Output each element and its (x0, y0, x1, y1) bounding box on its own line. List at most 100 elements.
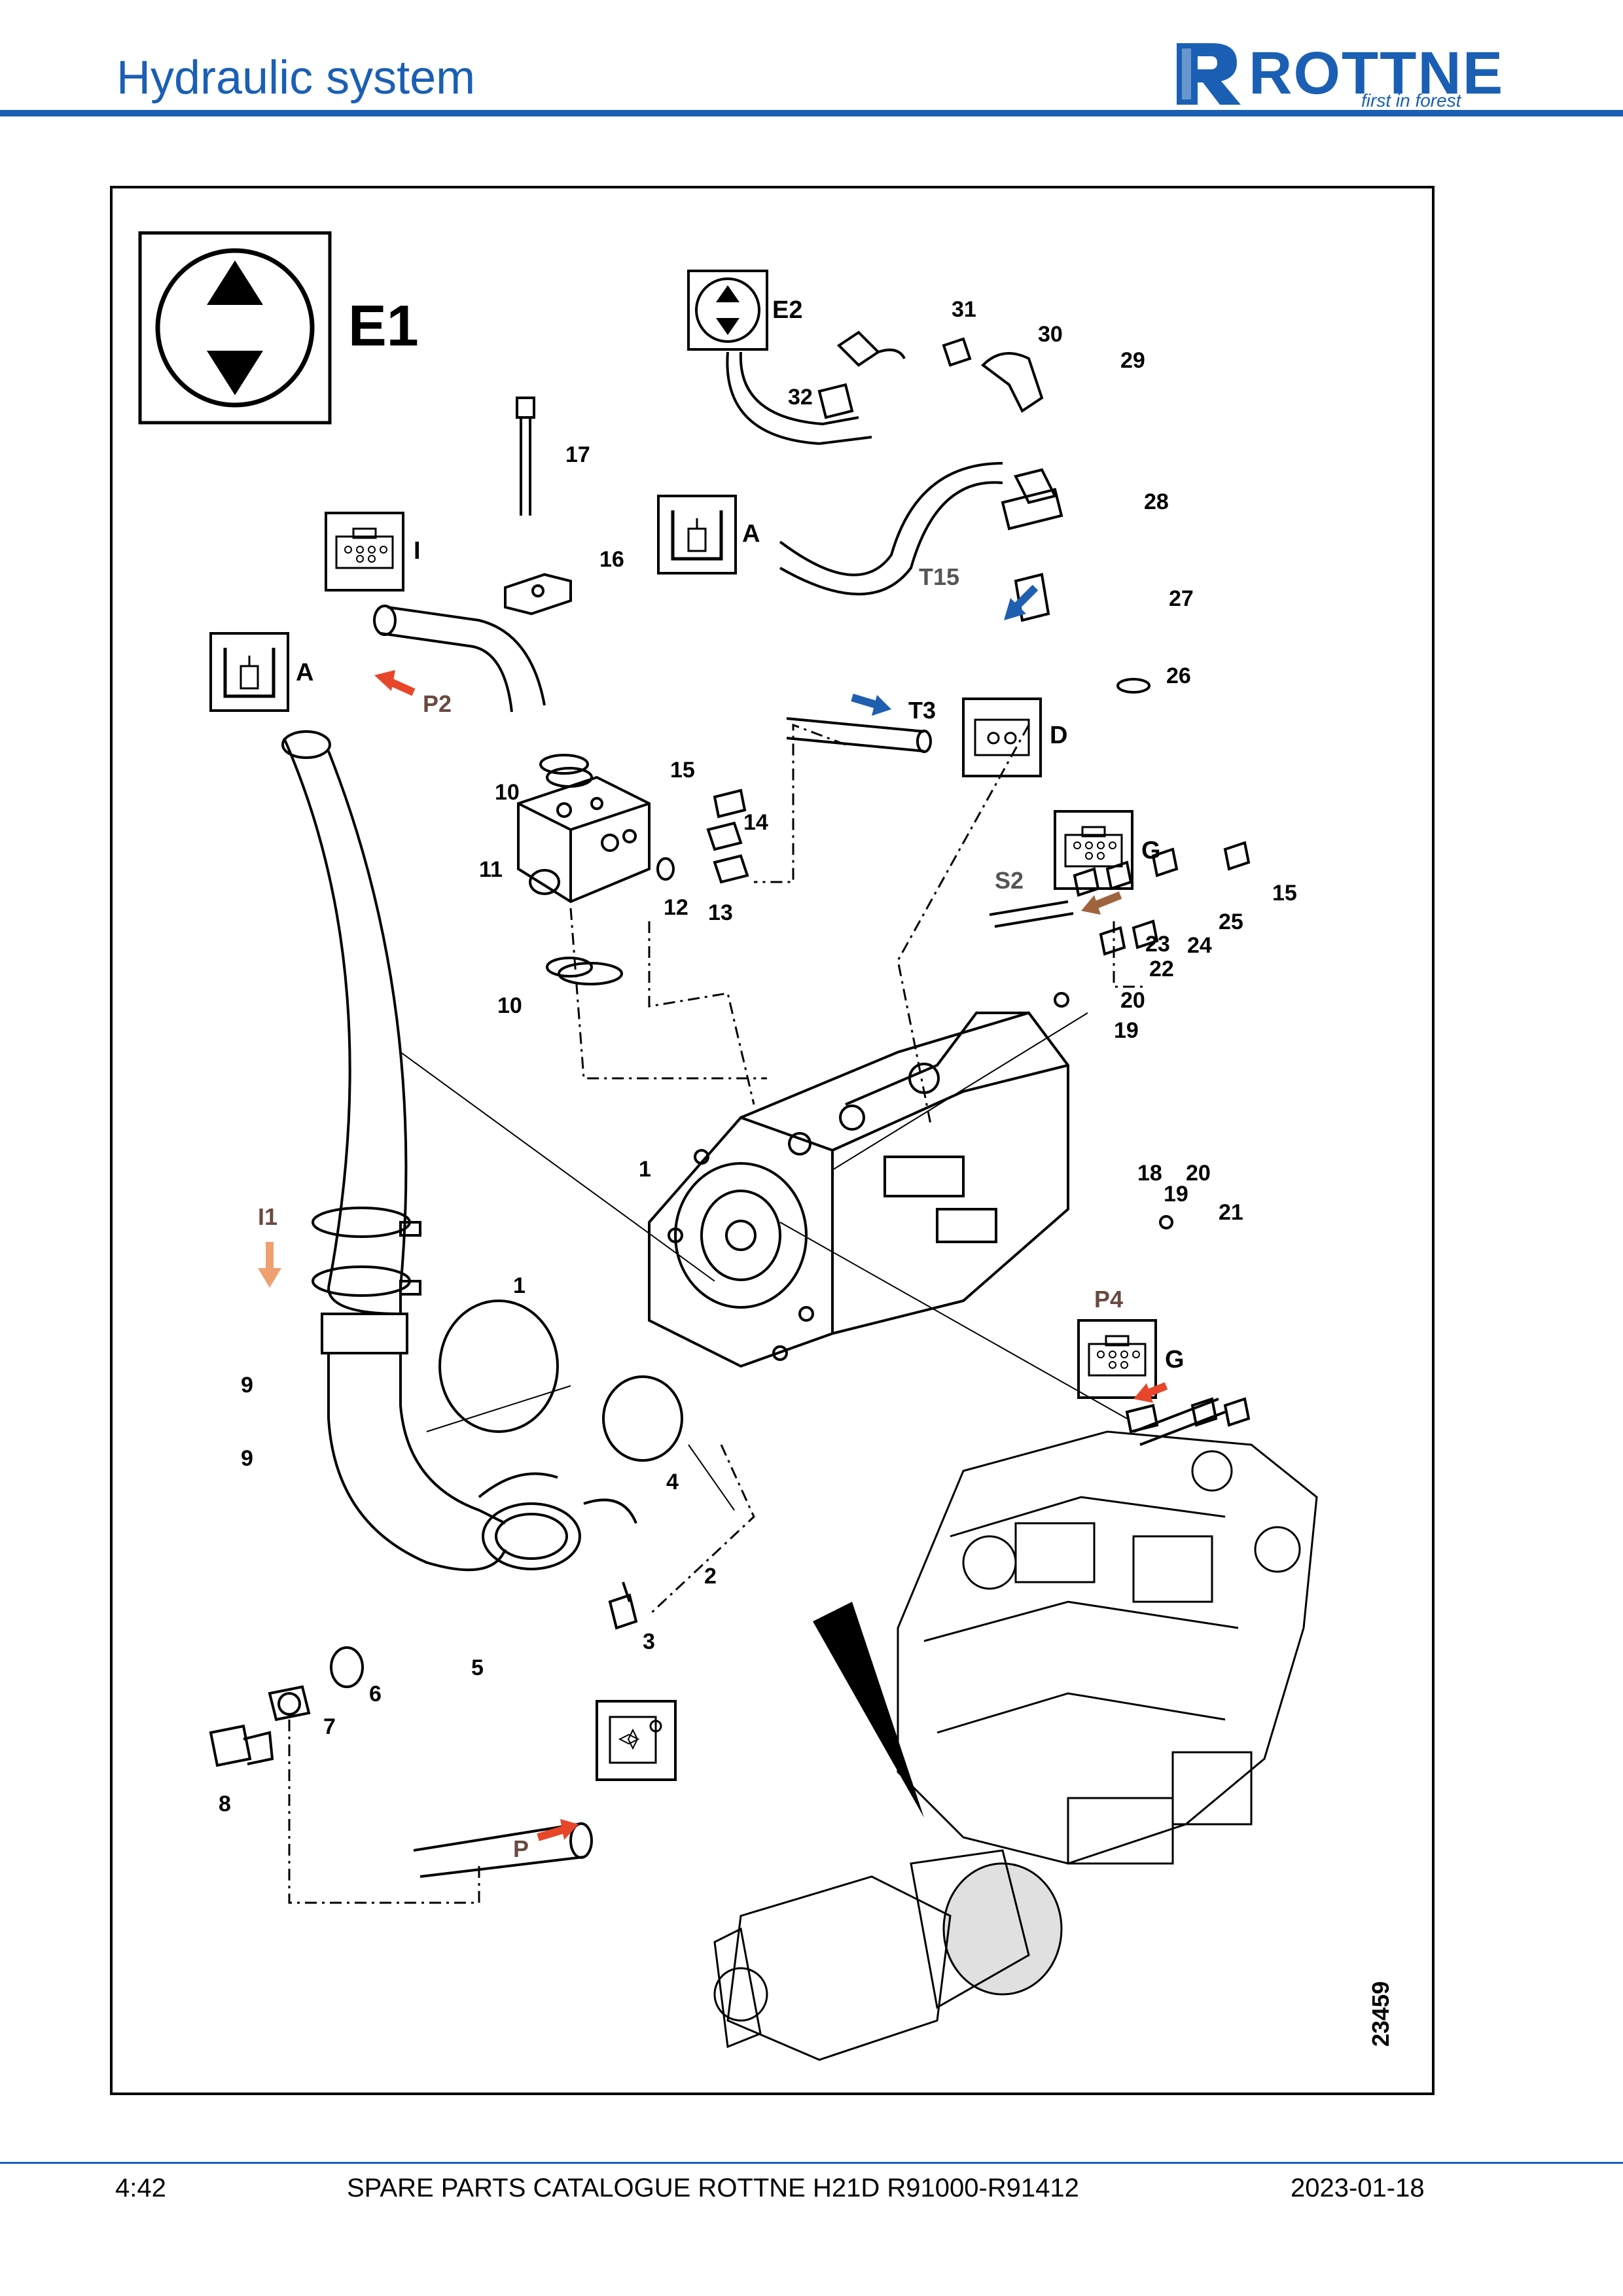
callout: 15 (1272, 881, 1297, 906)
symbol-label-e2: E2 (772, 296, 802, 324)
page-title: Hydraulic system (116, 52, 476, 104)
hydraulic-pump-1 (648, 1011, 1069, 1368)
fittings (209, 1581, 638, 1767)
line-label-p2: P2 (423, 690, 452, 717)
arrow-p-icon (560, 1819, 579, 1840)
callout: 15 (670, 758, 695, 783)
line-label-s2: S2 (995, 867, 1024, 894)
fan-motor-symbol (596, 1700, 677, 1781)
arrow-p2-icon (374, 670, 395, 691)
callout: 23 (1145, 932, 1170, 957)
connector-symbol-g-upper: G (1054, 810, 1161, 890)
connector-symbol-d: D (962, 698, 1067, 777)
callout: 27 (1169, 586, 1194, 611)
callout: 1 (639, 1157, 651, 1182)
footer-rule (0, 2162, 1623, 2164)
dash-connections (288, 723, 1147, 1904)
callout: 10 (495, 780, 520, 805)
arrow-t3-icon (872, 695, 891, 716)
callout: 9 (241, 1373, 253, 1398)
callout: 12 (664, 895, 688, 920)
main-symbol-label: E1 (348, 293, 419, 358)
small-fittings (706, 788, 1251, 1434)
callout: 19 (1114, 1018, 1139, 1043)
callout: 7 (323, 1714, 336, 1739)
line-label-t15: T15 (919, 563, 959, 590)
tank-symbol-a-left: A (209, 632, 313, 712)
callout: 6 (369, 1682, 382, 1706)
line-label-p: P (513, 1835, 529, 1862)
page-number: 4:42 (115, 2174, 166, 2202)
header-rule (0, 110, 1623, 116)
line-label-i1: I1 (258, 1203, 277, 1230)
e2-symbol: E2 (687, 270, 802, 351)
suction-elbow-5 (321, 1313, 637, 1572)
rottne-r-mark-icon (1177, 43, 1241, 105)
callout: 26 (1166, 663, 1191, 688)
line-label-p4: P4 (1094, 1286, 1123, 1313)
callout: 4 (666, 1470, 679, 1494)
callout: 5 (471, 1655, 484, 1680)
arrow-down-icon (207, 351, 263, 395)
line-label-t3: T3 (908, 697, 936, 724)
symbol-label-d: D (1050, 722, 1067, 749)
arrow-s2-icon (1081, 895, 1101, 915)
logo-tagline: first in forest (1361, 90, 1461, 111)
arrow-i1-icon (258, 1268, 281, 1288)
fittings-upper-right (817, 330, 1063, 622)
callout: 3 (643, 1629, 655, 1654)
symbol-label-g-upper: G (1141, 837, 1161, 864)
callout-numbers: 31 30 29 32 28 27 26 17 16 15 14 13 12 1… (219, 297, 1297, 1816)
leader-lines (400, 1012, 1128, 1511)
callout: 28 (1144, 489, 1169, 514)
callout: 9 (241, 1446, 253, 1471)
callout: 16 (599, 547, 624, 572)
callout: 29 (1120, 348, 1145, 373)
logo-brand: ROTTNE (1249, 40, 1505, 107)
valve-block-11 (517, 754, 651, 985)
callout: 21 (1219, 1200, 1243, 1225)
callout: 25 (1219, 910, 1243, 934)
callout: 32 (788, 385, 813, 410)
hoses (281, 351, 1226, 1878)
callout: 31 (952, 297, 976, 322)
symbol-label-g-lower: G (1165, 1346, 1185, 1373)
hose-clamps-9 (312, 1207, 421, 1297)
callout: 18 (1137, 1161, 1162, 1186)
fan-icon (627, 1728, 639, 1750)
callout: 10 (497, 993, 522, 1018)
callout: 24 (1187, 933, 1212, 958)
flow-arrows (258, 584, 1168, 1841)
connector-symbol-i: I (325, 512, 421, 592)
arrow-up-icon (207, 260, 263, 305)
callout: 1 (513, 1273, 526, 1298)
catalogue-date: 2023-01-18 (1291, 2174, 1425, 2202)
callout: 20 (1120, 988, 1145, 1013)
catalogue-title: SPARE PARTS CATALOGUE ROTTNE H21D R91000… (347, 2174, 1079, 2202)
exploded-parts-diagram: E1 E2 I A A D (138, 231, 1394, 2061)
bolt-17-bracket-16 (504, 397, 572, 616)
line-labels: P2 T15 T3 S2 I1 P4 P (258, 563, 1123, 1862)
symbol-label-a-upper: A (742, 520, 760, 548)
callout: 17 (565, 442, 590, 467)
callout: 2 (704, 1564, 717, 1589)
symbol-label-a-left: A (296, 659, 313, 686)
rottne-logo: ROTTNE first in forest (1171, 37, 1512, 111)
location-pointer-icon (813, 1602, 924, 1818)
seals (330, 678, 1173, 1688)
callout: 11 (479, 857, 503, 882)
callout: 19 (1164, 1182, 1188, 1207)
callout: 14 (743, 810, 768, 835)
diagram-frame (110, 186, 1435, 2095)
connector-symbol-g-lower: G (1077, 1319, 1185, 1399)
callout: 13 (708, 900, 733, 925)
arrow-p4-icon (1133, 1383, 1153, 1403)
callout: 8 (219, 1792, 231, 1816)
symbol-label-i: I (414, 537, 421, 565)
drawing-number: 23459 (1367, 1981, 1394, 2047)
tank-symbol-a-upper: A (657, 495, 760, 574)
callout: 22 (1149, 957, 1174, 981)
engine-overview-illustration (713, 1430, 1318, 2061)
callout: 30 (1038, 322, 1063, 347)
callout: 20 (1186, 1161, 1211, 1186)
